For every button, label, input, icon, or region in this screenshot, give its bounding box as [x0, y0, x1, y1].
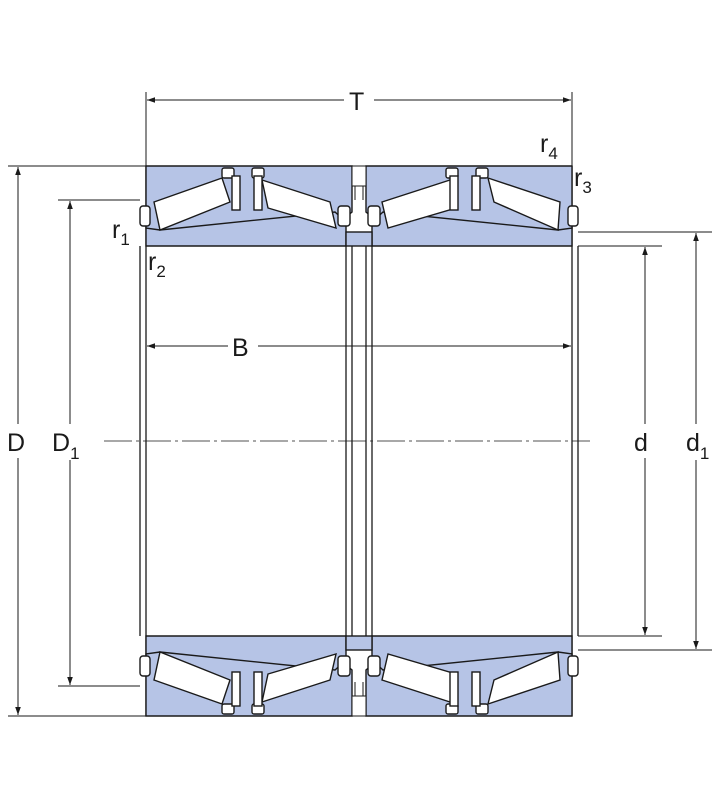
label-T: T [349, 88, 364, 116]
label-r3: r3 [574, 164, 592, 197]
label-D1: D1 [52, 429, 80, 463]
label-B: B [232, 334, 249, 362]
label-d: d [634, 429, 648, 457]
label-d1: d1 [686, 429, 709, 463]
label-r2: r2 [148, 248, 166, 281]
label-r1: r1 [112, 216, 130, 249]
label-D: D [7, 429, 25, 457]
label-r4: r4 [540, 130, 558, 163]
bearing-top-half [139, 165, 579, 247]
bearing-bottom-half [139, 635, 579, 717]
extension-lines [8, 92, 712, 717]
